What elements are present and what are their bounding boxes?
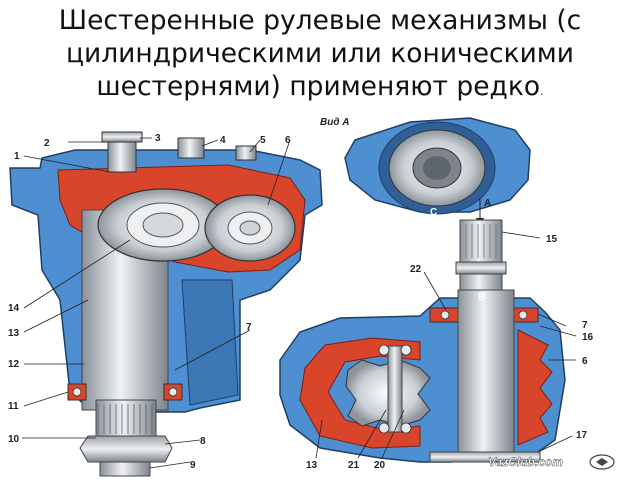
label-17: 17 — [576, 430, 588, 441]
label-2: 2 — [44, 138, 50, 149]
bottom-plate — [429, 451, 541, 463]
title-line-3: шестернями) применяют редко. — [0, 70, 640, 108]
label-4: 4 — [220, 135, 226, 146]
watermark: VazClub.com — [488, 454, 615, 470]
label-8: 8 — [200, 436, 206, 447]
label-13: 13 — [8, 328, 20, 339]
title-line-2: цилиндрическими или коническими — [65, 38, 575, 69]
input-shaft-splines — [465, 224, 497, 258]
label-11: 11 — [8, 401, 19, 412]
small-gear-right-view — [345, 344, 431, 434]
title-line-1: Шестеренные рулевые механизмы (с — [58, 5, 582, 36]
label-13-right: 13 — [306, 460, 318, 471]
housing-left-lower-leg — [181, 279, 239, 406]
label-5: 5 — [260, 135, 266, 146]
letter-b: B — [478, 292, 485, 303]
title-line-3-text: шестернями) применяют редко — [96, 71, 541, 102]
label-7: 7 — [246, 322, 252, 333]
label-15: 15 — [546, 234, 558, 245]
label-16: 16 — [582, 332, 594, 343]
left-view: 1 2 3 4 5 6 7 8 9 10 11 12 13 14 — [8, 131, 323, 477]
label-10: 10 — [8, 434, 20, 445]
watermark-logo-icon — [589, 454, 615, 470]
right-leader-lines — [315, 231, 577, 459]
label-14: 14 — [8, 303, 20, 314]
right-view: A B — [279, 198, 594, 471]
shaft-splines — [97, 404, 153, 434]
label-7-right: 7 — [582, 320, 588, 331]
left-leader-lines — [22, 137, 291, 469]
shaft-lower — [95, 399, 157, 437]
slide-title: Шестеренные рулевые механизмы (с цилиндр… — [0, 4, 640, 108]
vertical-shaft — [457, 289, 515, 461]
sector-gear — [97, 188, 229, 262]
label-22: 22 — [410, 264, 422, 275]
input-shaft — [459, 219, 503, 291]
red-worm-teeth — [517, 329, 553, 446]
view-a: Вид А C — [320, 117, 531, 218]
label-6-right: 6 — [582, 356, 588, 367]
label-9: 9 — [190, 460, 196, 471]
label-20: 20 — [374, 460, 386, 471]
watermark-logo-mark — [596, 458, 608, 466]
shaft-end — [99, 461, 151, 477]
label-1: 1 — [14, 151, 20, 162]
drive-gear — [204, 194, 296, 262]
top-bolt-mid — [177, 137, 205, 159]
label-3: 3 — [155, 133, 161, 144]
label-21: 21 — [348, 460, 360, 471]
top-bolt-left-head — [101, 131, 143, 143]
label-6: 6 — [285, 135, 291, 146]
shaft-nut — [79, 435, 173, 463]
letter-a: A — [484, 198, 491, 209]
top-bolt-right — [235, 145, 257, 161]
view-a-caption: Вид А — [320, 117, 350, 128]
label-12: 12 — [8, 359, 20, 370]
watermark-text: VazClub.com — [488, 455, 563, 469]
title-line-3-tail: . — [540, 85, 544, 98]
letter-c: C — [430, 207, 437, 218]
